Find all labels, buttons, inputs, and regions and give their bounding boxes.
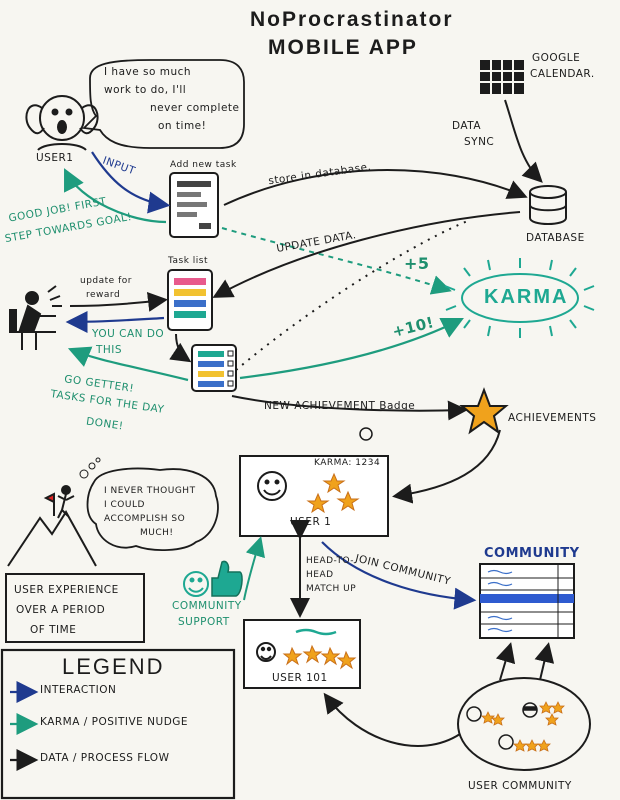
data-sync-label: DATA — [452, 120, 482, 132]
user-exp-line: OVER A PERIOD — [16, 604, 106, 616]
achievements-label: ACHIEVEMENTS — [508, 412, 597, 424]
phone-icon — [169, 172, 219, 238]
head-to-head-label: MATCH UP — [306, 584, 357, 594]
calendar-icon — [480, 60, 524, 94]
add-task-label: Add new task — [170, 160, 237, 170]
thought-line: MUCH! — [140, 528, 174, 538]
update-reward-label: update for — [80, 276, 132, 286]
thought-line: I COULD — [104, 500, 145, 510]
page-title: NoProcrastinator — [250, 8, 454, 31]
head-to-head-label: HEAD — [306, 570, 334, 580]
gcal-label: CALENDAR. — [530, 68, 595, 80]
plus5-label: +5 — [404, 254, 430, 273]
smiley-icon — [359, 427, 373, 441]
data-sync-label: SYNC — [464, 136, 495, 148]
smiley-icon — [183, 571, 209, 597]
bubble-line: on time! — [158, 120, 207, 132]
user-exp-line: OF TIME — [30, 624, 77, 636]
checklist-phone — [191, 344, 237, 392]
smiley-icon — [256, 642, 276, 662]
you-can-label: YOU CAN DO — [92, 328, 165, 340]
karma-stars — [306, 472, 360, 514]
database-label: DATABASE — [526, 232, 585, 244]
thought-line: ACCOMPLISH SO — [104, 514, 186, 524]
user1-card-label: USER 1 — [290, 516, 332, 528]
mountain-flag-icon — [7, 485, 97, 567]
user1-label: USER1 — [36, 152, 74, 164]
user-community-circle — [457, 677, 591, 771]
community-table — [479, 563, 575, 639]
karma-burst — [444, 258, 595, 338]
user1-card — [239, 455, 389, 537]
user101-label: USER 101 — [272, 672, 328, 684]
gcal-label: GOOGLE — [532, 52, 581, 64]
head-to-head-label: HEAD-TO- — [306, 556, 355, 566]
stressed-face-icon — [25, 95, 99, 151]
bubble-line: work to do, I'll — [104, 84, 187, 96]
thought-bubble — [86, 467, 219, 551]
user-experience-box — [5, 573, 145, 643]
thought-line: I NEVER THOUGHT — [104, 486, 196, 496]
smiley-icon — [257, 471, 287, 501]
community-support-label: SUPPORT — [178, 616, 230, 628]
task-list-label: Task list — [168, 256, 209, 266]
working-person-icon — [9, 285, 62, 350]
you-can-label: THIS — [96, 344, 123, 356]
legend-item-label: KARMA / POSITIVE NUDGE — [40, 716, 189, 728]
database-icon — [529, 185, 567, 225]
bubble-line: I have so much — [104, 66, 192, 78]
user101-stars — [282, 644, 357, 670]
legend-item-label: DATA / PROCESS FLOW — [40, 752, 170, 764]
update-reward-label: reward — [86, 290, 121, 300]
community-support-label: COMMUNITY — [172, 600, 242, 612]
page-subtitle: MOBILE APP — [268, 36, 418, 59]
user-community-label: USER COMMUNITY — [468, 780, 572, 792]
legend-item-label: INTERACTION — [40, 684, 117, 696]
star-icon — [459, 387, 509, 435]
karma-label: KARMA — [484, 286, 569, 308]
bubble-line: never complete — [150, 102, 240, 114]
new-achievement-label: NEW ACHIEVEMENT Badge — [264, 400, 416, 412]
community-label: COMMUNITY — [484, 546, 580, 561]
user1-speech-bubble — [82, 59, 245, 149]
karma-score: KARMA: 1234 — [314, 458, 381, 468]
legend-title: LEGEND — [62, 654, 165, 679]
user-exp-line: USER EXPERIENCE — [14, 584, 119, 596]
legend-box — [0, 648, 236, 800]
thumbs-up-icon — [211, 560, 243, 597]
task-list-phone — [167, 269, 213, 331]
